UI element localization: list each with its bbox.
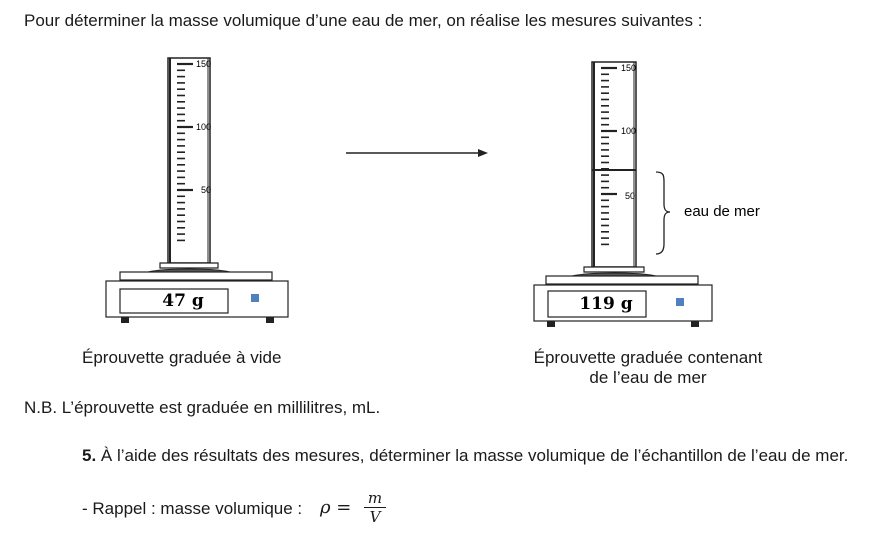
- right-caption: Éprouvette graduée contenant de l’eau de…: [528, 348, 768, 388]
- rappel-text: - Rappel : masse volumique :: [82, 499, 303, 518]
- left-grad-150: 150: [196, 59, 211, 69]
- transition-arrow: [346, 149, 488, 157]
- left-grad-50: 50: [201, 185, 211, 195]
- formula-fraction: m V: [364, 489, 386, 526]
- left-display-value: 47 g: [162, 291, 204, 311]
- right-caption-line1: Éprouvette graduée contenant: [533, 348, 763, 367]
- question-5: 5. À l’aide des résultats des mesures, d…: [24, 443, 864, 468]
- right-cylinder: 150 100 50: [571, 61, 657, 278]
- right-grad-50: 50: [625, 191, 635, 201]
- left-power-led: [251, 294, 259, 302]
- brace-icon: [655, 171, 671, 255]
- right-grad-150: 150: [621, 63, 636, 73]
- question-text: À l’aide des résultats des mesures, déte…: [96, 446, 849, 465]
- left-grad-100: 100: [196, 122, 211, 132]
- right-caption-line2: de l’eau de mer: [589, 368, 707, 387]
- intro-text: Pour déterminer la masse volumique d’une…: [24, 11, 703, 30]
- right-display-frame: [547, 290, 647, 318]
- left-balance: 47 g: [105, 271, 289, 323]
- right-grad-100: 100: [621, 126, 636, 136]
- brace-label: eau de mer: [684, 203, 760, 220]
- right-balance: 119 g: [533, 275, 713, 327]
- question-number: 5.: [82, 446, 97, 465]
- formula-denominator: V: [369, 508, 381, 526]
- nb-note: N.B. L’éprouvette est graduée en millili…: [24, 398, 381, 417]
- left-caption: Éprouvette graduée à vide: [82, 348, 282, 367]
- right-power-led: [676, 298, 684, 306]
- formula-numerator: m: [364, 489, 386, 508]
- left-cylinder: 150 100 50: [147, 57, 231, 274]
- formula-lhs: ρ =: [320, 497, 352, 518]
- right-display-value: 119 g: [579, 294, 632, 314]
- left-display-frame: [119, 288, 229, 314]
